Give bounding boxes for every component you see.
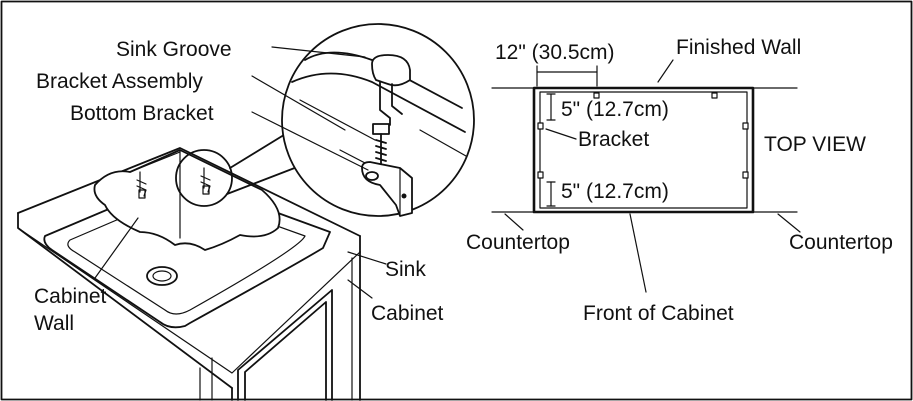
bracket-detail-view (281, 23, 475, 217)
label-bottom-offset: 5" (12.7cm) (561, 180, 669, 203)
bracket-marker-top-right (711, 92, 718, 99)
label-bracket: Bracket (578, 128, 649, 151)
bracket-marker-left-lower (537, 171, 544, 179)
label-cabinet-wall-line2: Wall (34, 312, 74, 335)
label-width-dimension: 12" (30.5cm) (495, 41, 615, 64)
bracket-bolt (375, 133, 387, 169)
bracket-marker-right-lower (742, 171, 749, 179)
label-sink-groove: Sink Groove (116, 38, 232, 61)
label-countertop-left: Countertop (466, 231, 570, 254)
bracket-marker-left-upper (537, 122, 544, 130)
countertop-lip (17, 227, 361, 374)
label-cabinet: Cabinet (371, 302, 444, 325)
bracket-nut (372, 123, 390, 135)
label-cabinet-wall-line1: Cabinet (34, 285, 107, 308)
cabinet-door-left (199, 357, 213, 401)
cabinet-outline (532, 86, 755, 214)
label-bottom-bracket: Bottom Bracket (70, 102, 214, 125)
label-bracket-assembly: Bracket Assembly (36, 70, 203, 93)
sink-perspective-view (17, 129, 361, 401)
bracket-left-mini (136, 171, 147, 199)
sink-groove-rail-bottom (291, 72, 466, 133)
sink-basin (67, 191, 306, 315)
label-sink: Sink (385, 258, 426, 281)
label-top-view: TOP VIEW (764, 133, 866, 156)
bracket-arm (379, 81, 403, 126)
bracket-marker-top-left (593, 92, 600, 99)
label-top-offset: 5" (12.7cm) (561, 98, 669, 121)
left-leader-lines (94, 46, 387, 299)
label-front-of-cabinet: Front of Cabinet (583, 302, 734, 325)
sink-rim (43, 177, 331, 329)
bracket-clip (371, 54, 411, 87)
label-finished-wall: Finished Wall (676, 36, 801, 59)
cabinet-inner-outline (539, 91, 748, 209)
detail-marker-circle (175, 149, 233, 207)
cabinet-door-right (237, 289, 333, 401)
bracket-right-mini (200, 167, 211, 195)
label-countertop-right: Countertop (789, 231, 893, 254)
sink-drain (146, 266, 178, 286)
cabinet-sides (231, 251, 361, 401)
detail-circle (281, 23, 475, 217)
countertop-back-edges (17, 147, 361, 237)
sink-groove-rail-top (304, 51, 463, 109)
top-view-diagram (491, 59, 801, 293)
bracket-marker-right-upper (742, 122, 749, 130)
